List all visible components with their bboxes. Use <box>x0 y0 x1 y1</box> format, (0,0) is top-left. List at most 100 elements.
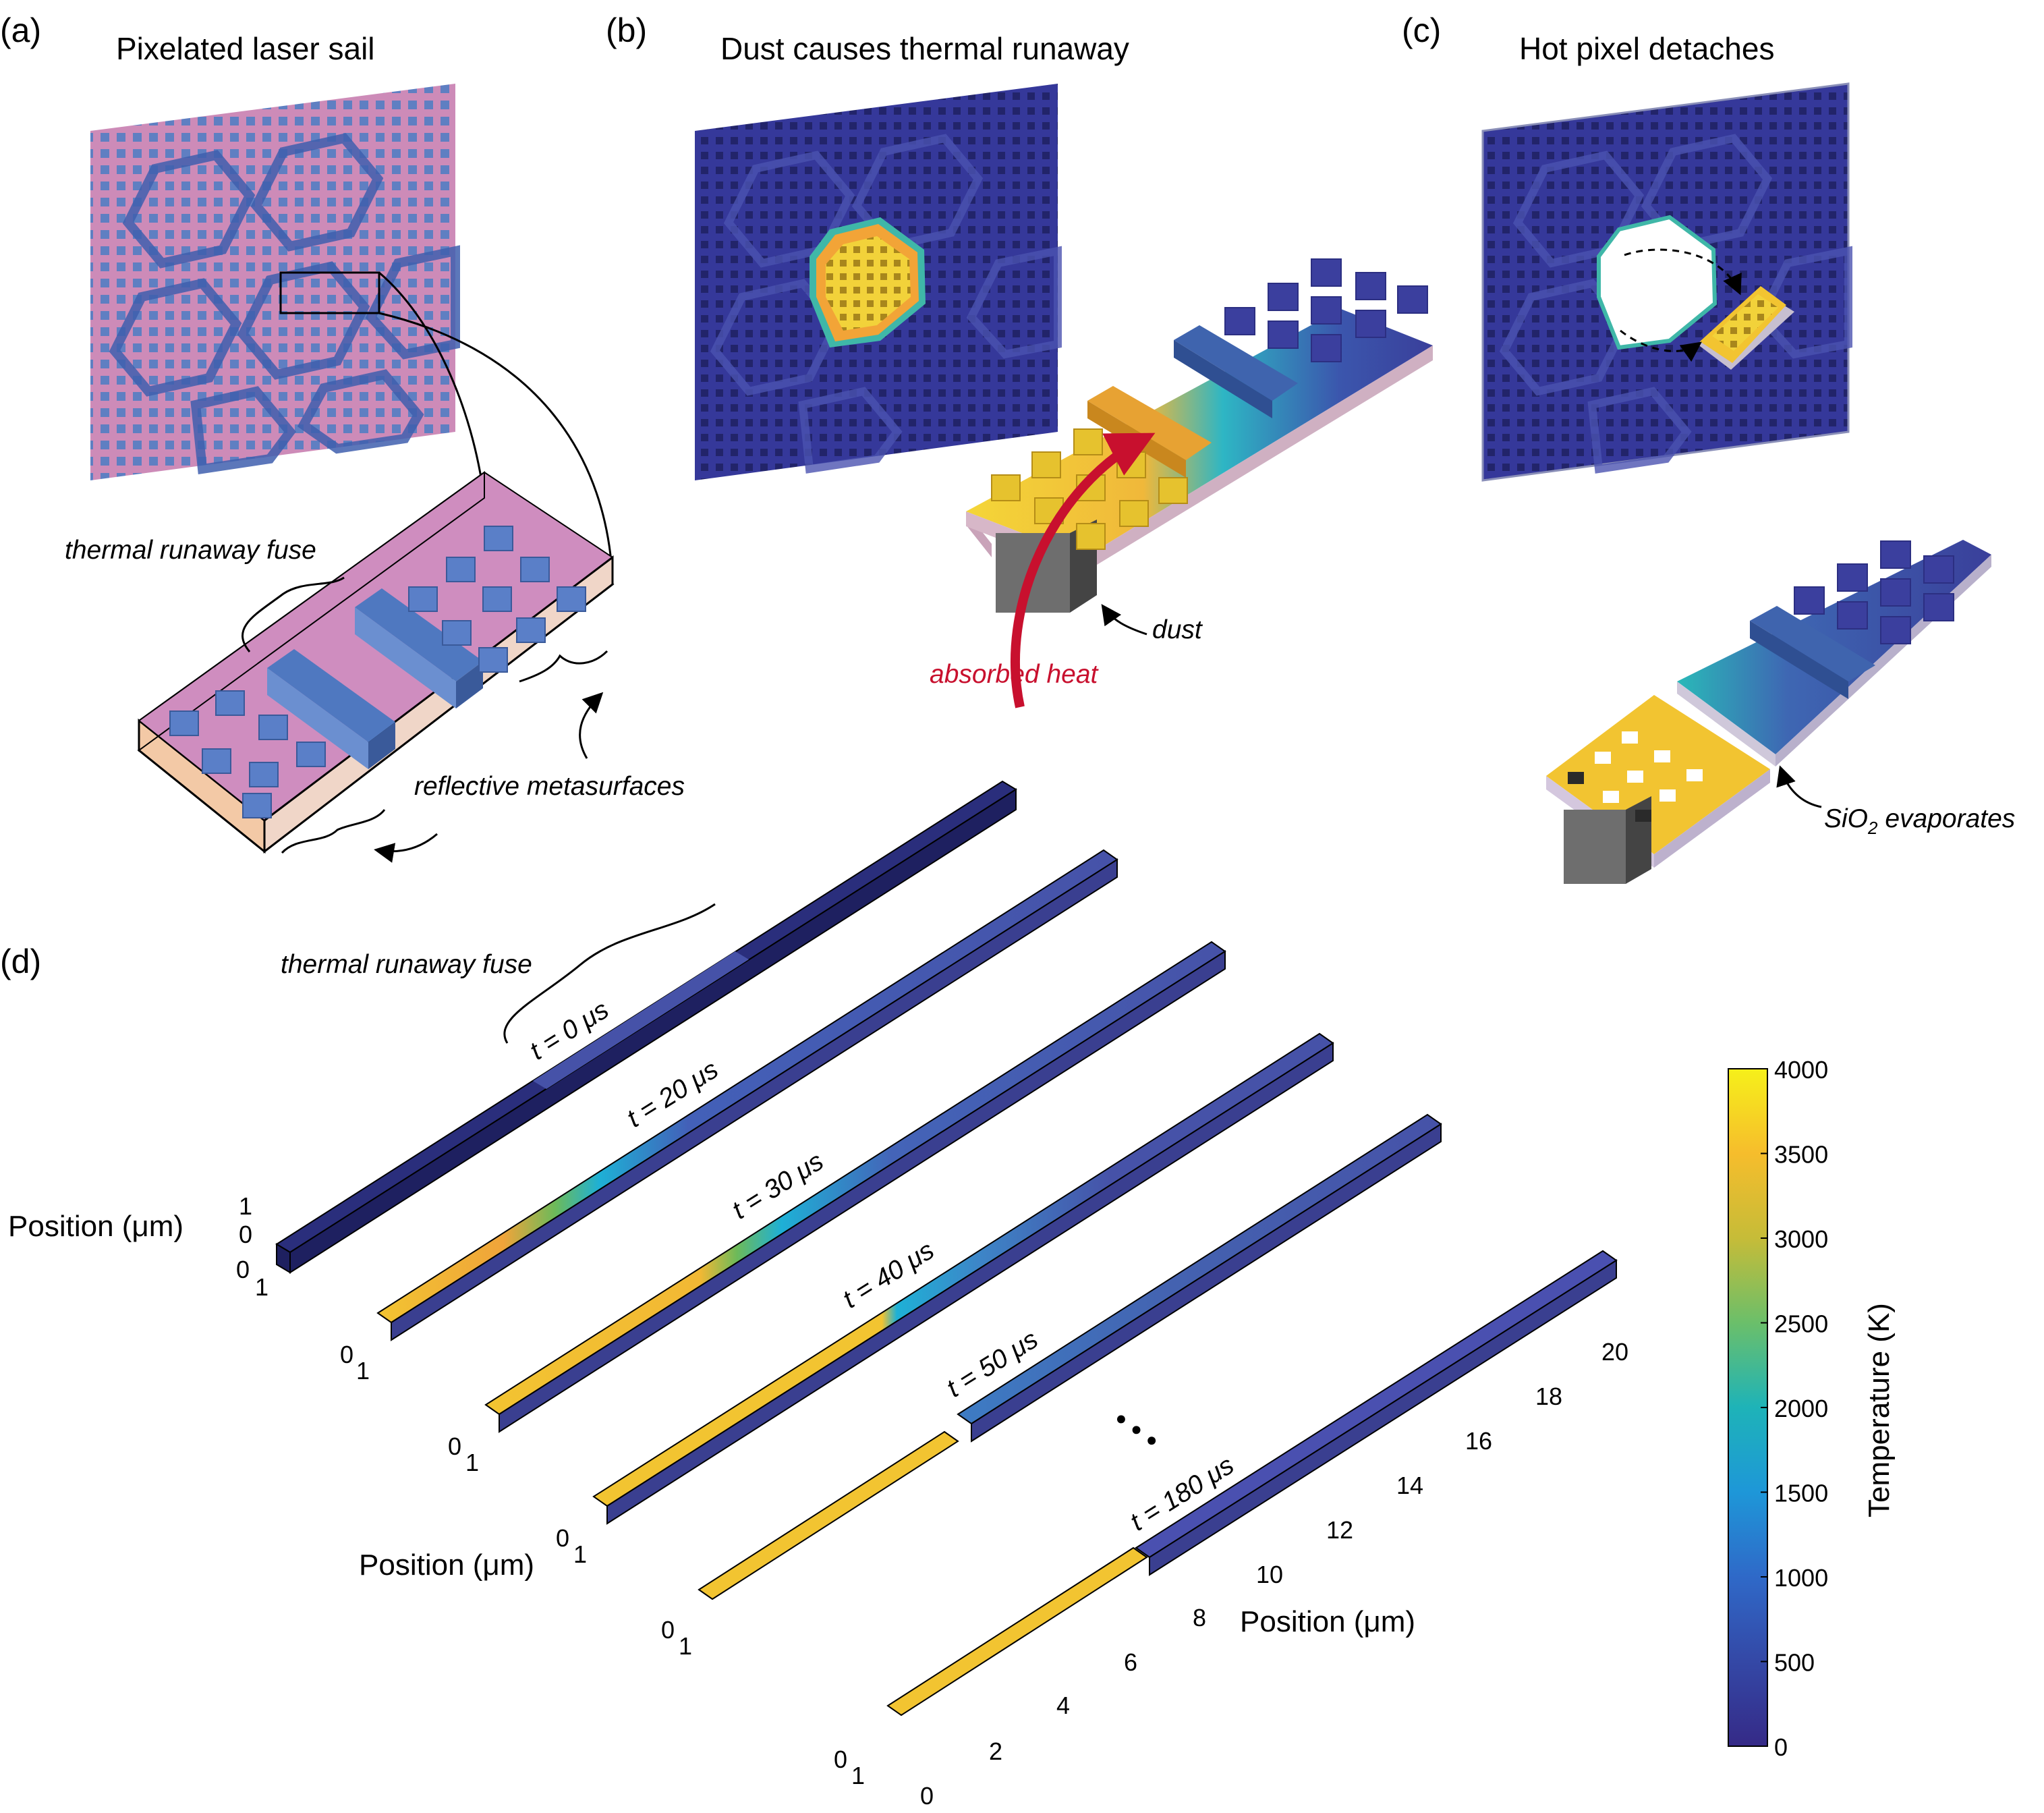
width-tick-0-b: 0 <box>340 1341 353 1368</box>
fuse-brace-d <box>503 903 716 1044</box>
colorbar-tick-label: 3500 <box>1774 1141 1828 1169</box>
width-tick-1-f: 1 <box>851 1762 865 1789</box>
position-ticks: 0 2 4 6 8 10 12 14 16 18 20 <box>920 1338 1628 1810</box>
fuse-brace-a <box>242 576 345 652</box>
width-ticks: 0 1 0 1 0 1 0 1 0 1 0 1 <box>236 1256 865 1789</box>
colorbar-tick-label: 3000 <box>1774 1225 1828 1253</box>
heat-arrow <box>1011 433 1156 708</box>
height-ticks: 1 0 <box>239 1192 252 1248</box>
width-tick-0-d: 0 <box>556 1524 569 1552</box>
colorbar-tick-label: 0 <box>1774 1733 1788 1761</box>
panel-d-label: (d) <box>0 943 41 980</box>
width-tick-0-f: 0 <box>834 1746 847 1773</box>
panel-c-title: Hot pixel detaches <box>1519 31 1774 66</box>
meta-arrow-a-2 <box>374 833 438 863</box>
hot-pixel-b <box>810 217 926 347</box>
pixel-block-a <box>137 471 615 854</box>
panel-c: (c) Hot pixel detaches <box>1402 11 2015 884</box>
metasurface-cubes-high <box>408 526 586 673</box>
meta-arrow-a-1 <box>579 692 604 759</box>
pos-tick-18: 18 <box>1535 1383 1562 1410</box>
width-tick-0-c: 0 <box>448 1432 461 1460</box>
cold-cubes-b <box>1224 258 1428 362</box>
evap-sio: SiO <box>1824 804 1868 833</box>
zoom-box <box>279 271 380 314</box>
position-axis-label-3: Position (μm) <box>1240 1605 1415 1638</box>
meta-annotation-a: reflective metasurfaces <box>414 772 685 801</box>
pos-tick-14: 14 <box>1396 1472 1423 1499</box>
colorbar-tick-label: 2000 <box>1774 1395 1828 1422</box>
timebar-t40 <box>592 1032 1334 1525</box>
detach-arrow-2 <box>1620 329 1702 362</box>
evap-rest: evaporates <box>1877 804 2015 833</box>
colorbar-tick-label: 1000 <box>1774 1564 1828 1592</box>
position-axis-label-2: Position (μm) <box>359 1549 534 1582</box>
fuse-annotation-d: thermal runaway fuse <box>281 950 532 979</box>
timebar-t0 <box>275 780 1017 1274</box>
evap-arrow <box>1776 765 1822 808</box>
colorbar-tick-label: 2500 <box>1774 1310 1828 1338</box>
fuse-annotation-a: thermal runaway fuse <box>65 536 316 565</box>
width-tick-1-b: 1 <box>356 1357 370 1385</box>
sail-hexagon-grid <box>109 133 460 475</box>
height-tick-0: 0 <box>239 1221 252 1248</box>
meta-brace-a-left <box>281 809 386 854</box>
zoom-line-right <box>378 312 614 581</box>
evaporated-holes <box>1568 731 1703 822</box>
timebar-t30 <box>484 941 1226 1433</box>
height-tick-1: 1 <box>239 1192 252 1220</box>
empty-pixel-hole <box>1597 215 1717 350</box>
pos-tick-6: 6 <box>1124 1648 1137 1676</box>
panel-c-label: (c) <box>1402 11 1441 49</box>
pos-tick-12: 12 <box>1326 1516 1353 1544</box>
pos-tick-4: 4 <box>1056 1692 1070 1719</box>
panel-a: (a) Pixelated laser sail <box>0 11 685 863</box>
width-tick-1-c: 1 <box>465 1449 479 1476</box>
pos-tick-2: 2 <box>989 1737 1002 1765</box>
evap-subscript: 2 <box>1867 818 1878 838</box>
pos-tick-8: 8 <box>1193 1604 1206 1631</box>
width-tick-0-e: 0 <box>661 1616 675 1644</box>
detach-arrow-1 <box>1624 248 1742 296</box>
pos-tick-0: 0 <box>920 1782 934 1810</box>
pixel-block-c-hot <box>1546 695 1770 884</box>
colorbar-tick-label: 1500 <box>1774 1480 1828 1507</box>
heat-annotation: absorbed heat <box>930 660 1100 689</box>
timebar-t20 <box>376 849 1118 1341</box>
metasurface-cubes-low <box>169 690 326 818</box>
panel-a-title: Pixelated laser sail <box>116 31 375 66</box>
ellipsis-dots: • • • <box>1107 1403 1165 1457</box>
colorbar-tick-label: 500 <box>1774 1649 1815 1677</box>
panel-b-title: Dust causes thermal runaway <box>720 31 1129 66</box>
panel-d: (d) thermal runaway fuse <box>0 780 1628 1810</box>
fuse-bar-b-cold <box>1174 325 1298 401</box>
colorbar-title: Temperature (K) <box>1863 1303 1896 1517</box>
dust-annotation: dust <box>1152 615 1203 644</box>
colorbar-tick-label: 4000 <box>1774 1056 1828 1084</box>
pixel-block-b <box>966 258 1433 613</box>
detached-pixel <box>1697 286 1794 370</box>
pos-tick-16: 16 <box>1465 1427 1492 1455</box>
colorbar: 0 500 1000 1500 2000 2500 3000 3500 4000 Tempera… <box>1728 1056 1896 1761</box>
width-tick-1-a: 1 <box>255 1273 268 1301</box>
panel-b-label: (b) <box>606 11 647 49</box>
dust-arrow <box>1101 604 1147 636</box>
width-tick-0-a: 0 <box>236 1256 250 1283</box>
position-axis-label-1: Position (μm) <box>8 1210 183 1243</box>
width-tick-1-e: 1 <box>679 1632 692 1660</box>
timebar-t50 <box>698 1113 1442 1600</box>
dust-particle-c <box>1564 810 1626 884</box>
pos-tick-20: 20 <box>1601 1338 1628 1366</box>
colorbar-ticks: 0 500 1000 1500 2000 2500 3000 3500 4000 <box>1761 1056 1828 1761</box>
meta-brace-a-right <box>519 650 608 683</box>
pixel-block-c-cold <box>1677 540 1991 766</box>
panel-a-label: (a) <box>0 11 41 49</box>
pos-tick-10: 10 <box>1256 1561 1283 1588</box>
width-tick-1-d: 1 <box>573 1540 587 1568</box>
panel-b: (b) Dust causes thermal runaway <box>606 11 1433 708</box>
timebar-t180 <box>886 1250 1618 1717</box>
evap-annotation: SiO2 evaporates <box>1824 804 2015 838</box>
time-labels: t = 0 μs t = 20 μs t = 30 μs t = 40 μs t… <box>525 995 1239 1537</box>
fuse-bar-b-hot <box>1087 386 1212 460</box>
